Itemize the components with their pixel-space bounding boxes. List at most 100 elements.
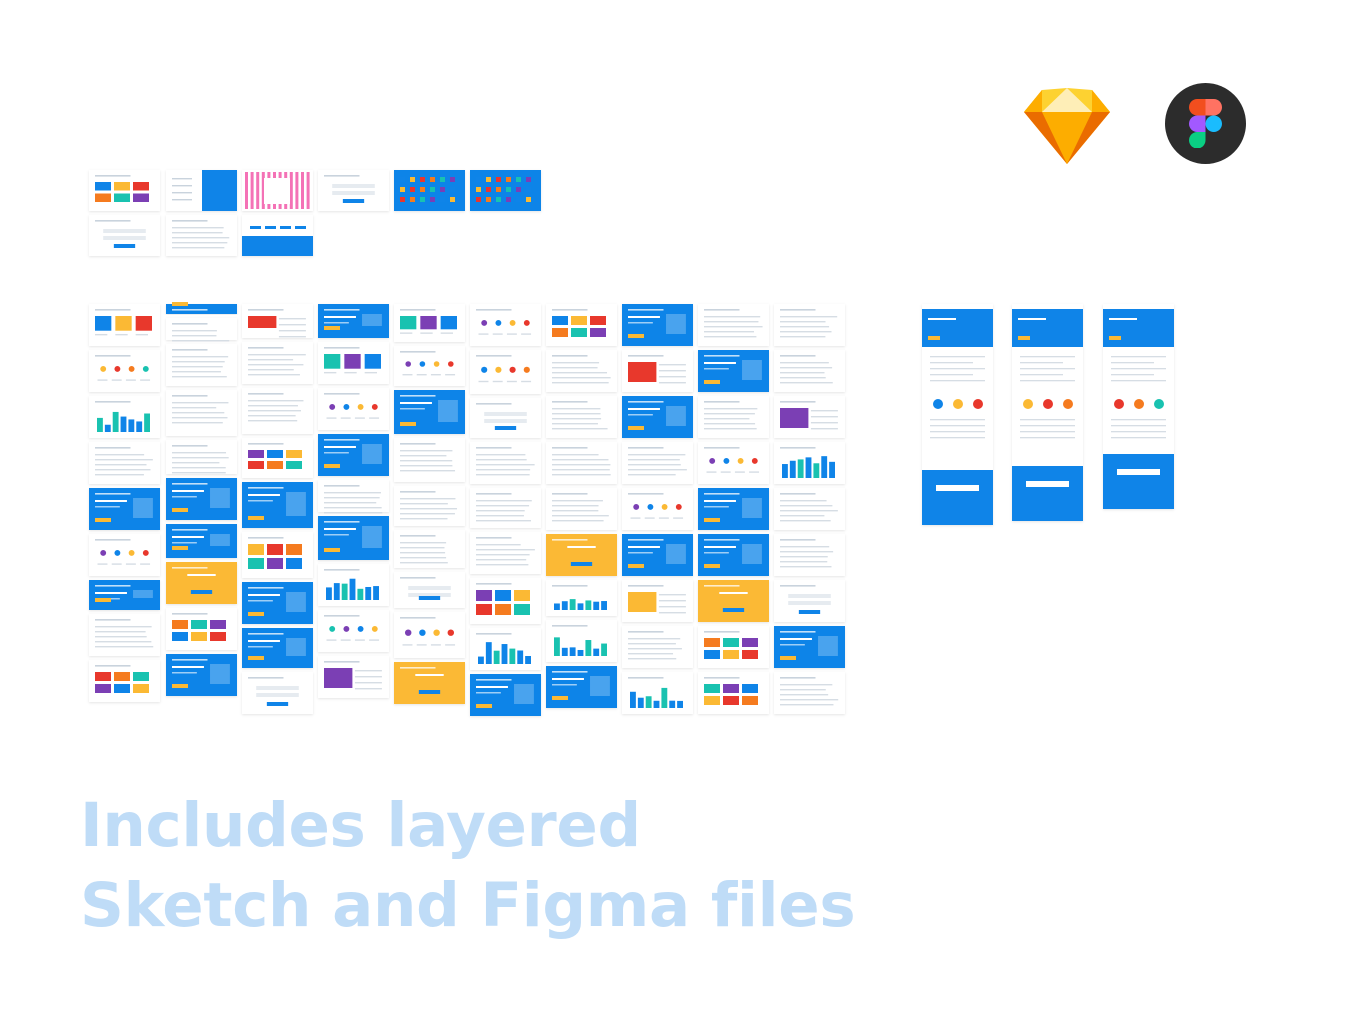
- artboard-thumbnail: [394, 486, 465, 526]
- artboard-thumbnail: [89, 170, 160, 211]
- artboard-thumbnail: [470, 532, 541, 574]
- artboard-thumbnail: [470, 398, 541, 438]
- artboard-thumbnail: [89, 660, 160, 702]
- artboard-thumbnail: [546, 350, 617, 392]
- artboard-thumbnail: [394, 662, 465, 704]
- artboard-thumbnail: [394, 438, 465, 482]
- artboard-thumbnail: [394, 612, 465, 658]
- artboard-thumbnail: [242, 438, 313, 478]
- artboard-thumbnail: [242, 482, 313, 528]
- artboard-thumbnail: [698, 396, 769, 438]
- artboard-thumbnail: [166, 344, 237, 386]
- artboard-thumbnail: [89, 304, 160, 346]
- artboard-thumbnail: [166, 390, 237, 436]
- full-page-artboard: [922, 304, 993, 525]
- full-pages-artboard-group: [922, 304, 1174, 525]
- artboard-thumbnail: [470, 674, 541, 716]
- artboard-thumbnail: [546, 580, 617, 616]
- artboard-thumbnail: [89, 534, 160, 576]
- artboard-thumbnail: [166, 478, 237, 520]
- artboard-thumbnail: [470, 170, 541, 211]
- artboard-thumbnail: [622, 488, 693, 530]
- artboard-thumbnail: [242, 672, 313, 714]
- artboard-thumbnail: [698, 442, 769, 484]
- artboard-thumbnail: [622, 672, 693, 714]
- artboard-thumbnail: [470, 442, 541, 484]
- artboard-thumbnail: [698, 350, 769, 392]
- headline: Includes layered Sketch and Figma files: [80, 786, 856, 946]
- artboard-thumbnail: [698, 580, 769, 622]
- full-page-artboard: [1103, 304, 1174, 509]
- artboard-thumbnail: [774, 396, 845, 438]
- full-page-artboard: [1012, 304, 1083, 521]
- artboard-thumbnail: [89, 215, 160, 256]
- artboard-thumbnail: [470, 350, 541, 394]
- artboard-thumbnail: [774, 488, 845, 530]
- artboard-thumbnail: [546, 304, 617, 346]
- artboard-thumbnail: [318, 656, 389, 698]
- artboard-thumbnail: [394, 530, 465, 568]
- artboard-thumbnail: [242, 388, 313, 434]
- artboard-thumbnail: [89, 442, 160, 484]
- artboard-thumbnail: [546, 666, 617, 708]
- artboard-thumbnail: [318, 610, 389, 652]
- artboard-thumbnail: [622, 350, 693, 392]
- artboard-thumbnail: [622, 304, 693, 346]
- artboard-thumbnail: [318, 170, 389, 211]
- artboard-thumbnail: [546, 442, 617, 484]
- artboard-thumbnail: [470, 578, 541, 624]
- artboard-thumbnail: [546, 488, 617, 530]
- artboard-thumbnail: [774, 580, 845, 622]
- artboard-thumbnail: [89, 396, 160, 438]
- artboard-thumbnail: [774, 350, 845, 392]
- figma-logo-icon: [1165, 83, 1246, 164]
- artboard-thumbnail: [774, 534, 845, 576]
- artboard-thumbnail: [622, 534, 693, 576]
- artboard-thumbnail: [774, 304, 845, 346]
- artboard-thumbnail: [394, 390, 465, 434]
- artboard-thumbnail: [89, 580, 160, 610]
- screens-artboard-group: [89, 302, 845, 716]
- artboard-thumbnail: [242, 628, 313, 668]
- artboard-thumbnail: [698, 304, 769, 346]
- artboard-thumbnail: [89, 614, 160, 656]
- artboard-thumbnail: [318, 480, 389, 514]
- artboard-thumbnail: [242, 532, 313, 578]
- artboard-thumbnail: [698, 672, 769, 714]
- artboard-thumbnail: [774, 626, 845, 668]
- artboard-thumbnail: [318, 388, 389, 430]
- artboard-thumbnail: [166, 440, 237, 474]
- artboard-thumbnail: [242, 582, 313, 624]
- artboard-thumbnail: [546, 620, 617, 662]
- artboard-thumbnail: [394, 572, 465, 608]
- artboard-thumbnail: [622, 626, 693, 668]
- artboard-thumbnail: [698, 534, 769, 576]
- artboard-thumbnail: [394, 346, 465, 386]
- artboard-thumbnail: [166, 524, 237, 558]
- artboard-thumbnail: [318, 342, 389, 384]
- artboard-thumbnail: [242, 215, 313, 256]
- artboard-thumbnail: [774, 442, 845, 484]
- artboard-thumbnail: [166, 654, 237, 696]
- artboard-thumbnail: [166, 215, 237, 256]
- artboard-thumbnail: [89, 350, 160, 392]
- artboard-thumbnail: [166, 170, 237, 211]
- headline-line-1: Includes layered: [80, 790, 641, 861]
- artboard-thumbnail: [546, 534, 617, 576]
- artboard-thumbnail: [774, 672, 845, 714]
- components-artboard-group: [89, 170, 541, 256]
- artboard-thumbnail: [698, 626, 769, 668]
- artboard-thumbnail: [394, 170, 465, 211]
- headline-line-2: Sketch and Figma files: [80, 870, 856, 941]
- artboard-thumbnail: [470, 304, 541, 346]
- artboard-thumbnail: [166, 608, 237, 650]
- artboard-thumbnail: [318, 516, 389, 560]
- artboard-thumbnail: [166, 562, 237, 604]
- artboard-thumbnail: [394, 304, 465, 342]
- artboard-thumbnail: [242, 342, 313, 384]
- artboard-thumbnail: [698, 488, 769, 530]
- artboard-thumbnail: [622, 396, 693, 438]
- artboard-thumbnail: [622, 442, 693, 484]
- artboard-thumbnail: [318, 304, 389, 338]
